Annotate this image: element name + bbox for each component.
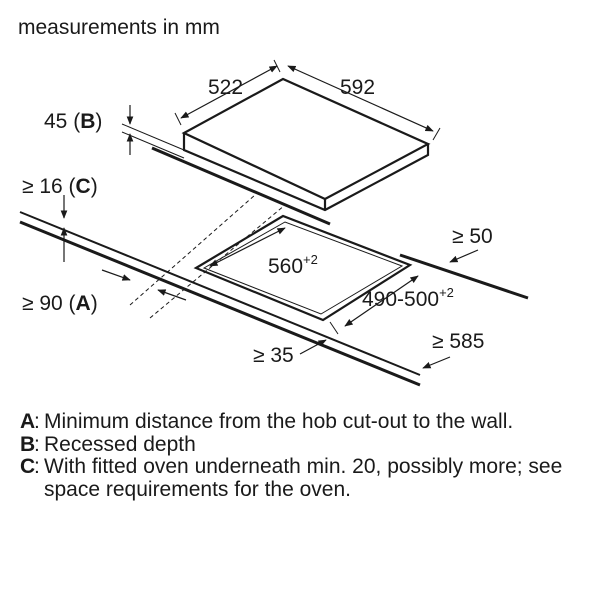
- legend: A: Minimum distance from the hob cut-out…: [20, 410, 590, 501]
- legend-item-c: C: With fitted oven underneath min. 20, …: [20, 455, 563, 501]
- hob-depth-label: 592: [340, 76, 375, 99]
- dimension-cutout-depth: 490-500+2: [344, 275, 454, 327]
- worktop: [19, 211, 529, 387]
- diagram-title: measurements in mm: [18, 16, 220, 39]
- legend-item-b: B: Recessed depth: [20, 432, 196, 456]
- legend-item-a: A: Minimum distance from the hob cut-out…: [20, 410, 514, 433]
- projection-lines: [129, 194, 286, 319]
- cutout-width-label: 560+2: [268, 252, 318, 278]
- dimension-hob-depth: 592: [287, 65, 441, 141]
- hob-installation-diagram: 522 592 45 (B) ≥ 16 (C) ≥ 50 560+2 490-5…: [19, 59, 529, 387]
- front-clearance-label: ≥ 35: [253, 344, 294, 367]
- dimension-cutout-width: 560+2: [209, 227, 318, 278]
- hob-body: [151, 77, 431, 226]
- worktop-depth-label: ≥ 585: [432, 330, 484, 353]
- clearance-c-label: ≥ 16 (C): [22, 175, 98, 198]
- dimension-hob-width: 522: [174, 59, 281, 126]
- dimension-rear-clearance: ≥ 50: [449, 225, 493, 263]
- hob-width-label: 522: [208, 76, 243, 99]
- dimension-recess: 45 (B): [44, 105, 185, 159]
- recess-label: 45 (B): [44, 110, 102, 133]
- dimension-wall-distance: ≥ 90 (A): [22, 269, 187, 315]
- cutout-depth-label: 490-500+2: [362, 285, 454, 311]
- dimension-front-clearance: ≥ 35: [253, 321, 339, 367]
- dimension-worktop-depth: ≥ 585: [422, 330, 484, 369]
- dimension-clearance-c: ≥ 16 (C): [22, 175, 98, 262]
- rear-clearance-label: ≥ 50: [452, 225, 493, 248]
- wall-distance-label: ≥ 90 (A): [22, 292, 98, 315]
